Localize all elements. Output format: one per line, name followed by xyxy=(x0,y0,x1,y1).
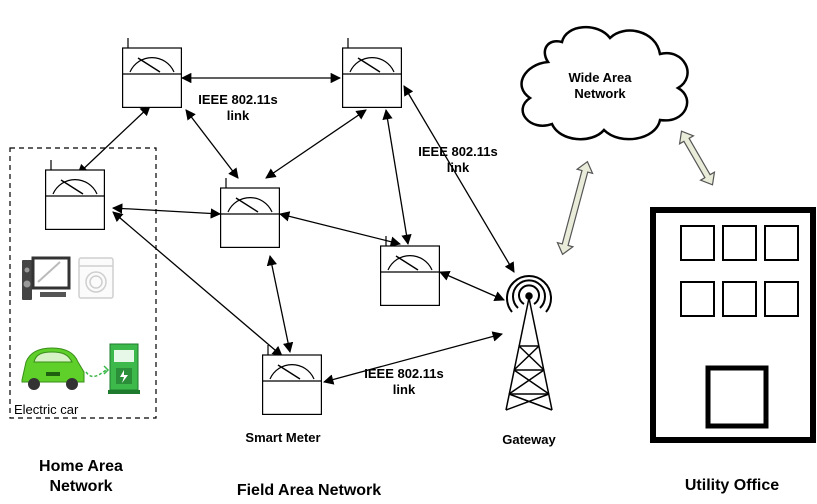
link-m4-m6 xyxy=(266,254,294,354)
link-m3-m4 xyxy=(111,203,222,219)
field-area-label: Field Area Network xyxy=(236,482,382,499)
car-icon xyxy=(21,347,85,390)
link-m6-gateway xyxy=(322,331,504,385)
link-m5-gateway xyxy=(439,270,505,302)
link-m2-m5 xyxy=(382,108,412,246)
cloud-icon xyxy=(520,25,689,141)
tv-icon xyxy=(22,256,71,300)
mesh-links xyxy=(77,72,515,385)
wan-arrows xyxy=(556,130,716,256)
smart-meter-icon xyxy=(122,38,182,108)
smart-meter-icon xyxy=(220,178,280,248)
gateway-label: Gateway xyxy=(502,432,556,447)
link-m1-m4 xyxy=(185,109,239,179)
link-m2-m4 xyxy=(265,109,367,179)
smart-meter-icon xyxy=(380,236,440,306)
smart-meter-icon xyxy=(45,160,105,230)
utility-office-label: Utility Office xyxy=(684,477,780,494)
link-m3-m6 xyxy=(112,211,283,357)
charger-icon xyxy=(108,343,140,394)
link-m4-m5 xyxy=(278,211,402,247)
smart-meter-label: Smart Meter xyxy=(245,430,321,445)
washer-icon xyxy=(78,257,114,299)
tower-icon xyxy=(505,275,553,411)
link-m2-gateway xyxy=(403,85,515,273)
smart-meter-icon xyxy=(342,38,402,108)
charging-cable xyxy=(85,369,107,378)
building-icon xyxy=(650,207,816,443)
link-m1-m3 xyxy=(77,105,151,175)
electric-car-label: Electric car xyxy=(14,402,144,417)
smart-meter-icon xyxy=(262,345,322,415)
